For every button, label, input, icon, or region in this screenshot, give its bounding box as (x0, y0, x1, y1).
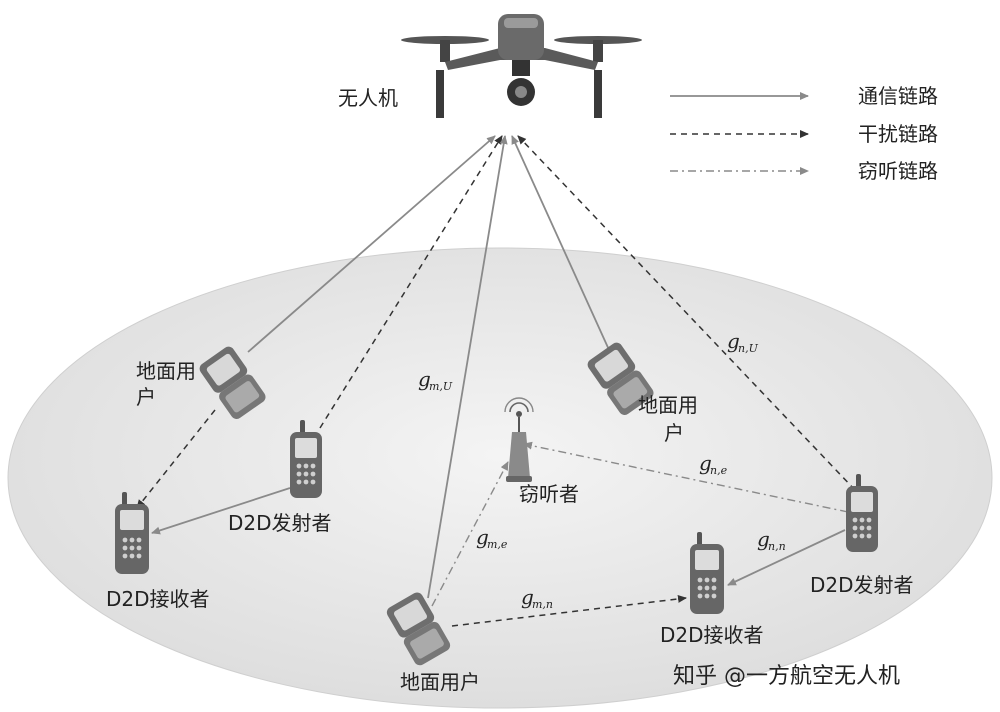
link-right-tx-to-uav (517, 135, 856, 491)
d2d-rx-left-label: D2D接收者 (106, 587, 210, 611)
channel-g-m-U-subscript: m,U (429, 380, 453, 393)
link-bottom-user-to-uav (427, 135, 508, 599)
link-tr-user-to-uav (511, 135, 611, 353)
ground-user-tr-label-2: 户 (664, 421, 684, 445)
channel-label-g-m-U: g m,U (418, 367, 453, 393)
link-right-tx-to-right-rx (727, 529, 846, 586)
d2d-transmitter-icon (846, 474, 878, 552)
eavesdropper-antenna-icon (504, 397, 534, 482)
watermark-text: 知乎 @一方航空无人机 (673, 664, 900, 689)
channel-g-n-e-subscript: n,e (710, 464, 728, 477)
link-left-tx-to-uav (319, 135, 503, 429)
link-right-tx-to-eaves (523, 441, 849, 513)
ground-user-tr-label-1: 地面用 (638, 393, 698, 417)
channel-g-n-U-symbol: g (727, 329, 740, 353)
uav-label: 无人机 (338, 86, 398, 110)
legend: 通信链路 干扰链路 窃听链路 (670, 84, 938, 183)
d2d-receiver-icon (690, 532, 724, 614)
d2d-receiver-icon (115, 492, 149, 574)
eavesdropper-label: 窃听者 (519, 482, 579, 506)
channel-g-m-e-symbol: g (476, 525, 489, 549)
legend-label-eaves: 窃听链路 (858, 159, 938, 183)
channel-g-m-n-symbol: g (521, 585, 534, 609)
link-tl-user-to-left-rx (136, 409, 216, 509)
ground-user-phone-icon (386, 592, 451, 666)
ground-user-bottom-label: 地面用户 (400, 670, 480, 694)
channel-g-n-U-subscript: n,U (738, 342, 759, 355)
d2d-tx-left-label: D2D发射者 (228, 511, 332, 535)
d2d-rx-right-label: D2D接收者 (660, 623, 764, 647)
channel-label-g-n-e: g n,e (699, 451, 728, 477)
channel-g-n-n-symbol: g (757, 527, 770, 551)
channel-g-m-U-symbol: g (418, 367, 431, 391)
channel-g-n-n-subscript: n,n (768, 540, 786, 553)
ground-user-phone-icon (199, 346, 266, 419)
channel-g-n-e-symbol: g (699, 451, 712, 475)
link-tl-user-to-uav (247, 135, 496, 353)
link-left-tx-to-left-rx (151, 487, 291, 535)
channel-label-g-m-e: g m,e (476, 525, 508, 551)
ground-user-tl-label-2: 户 (136, 385, 156, 409)
channel-g-m-e-subscript: m,e (487, 538, 508, 551)
ground-user-tl-label-1: 地面用 (136, 359, 196, 383)
channel-g-m-n-subscript: m,n (532, 598, 553, 611)
channel-label-g-m-n: g m,n (521, 585, 553, 611)
ground-user-phone-icon (587, 342, 654, 415)
legend-label-comm: 通信链路 (858, 84, 938, 108)
channel-label-g-n-n: g n,n (757, 527, 786, 553)
d2d-tx-right-label: D2D发射者 (810, 573, 914, 597)
channel-label-g-n-U: g n,U (727, 329, 759, 355)
legend-label-interf: 干扰链路 (858, 122, 938, 146)
uav-drone-icon (401, 14, 642, 118)
d2d-transmitter-icon (290, 420, 322, 498)
